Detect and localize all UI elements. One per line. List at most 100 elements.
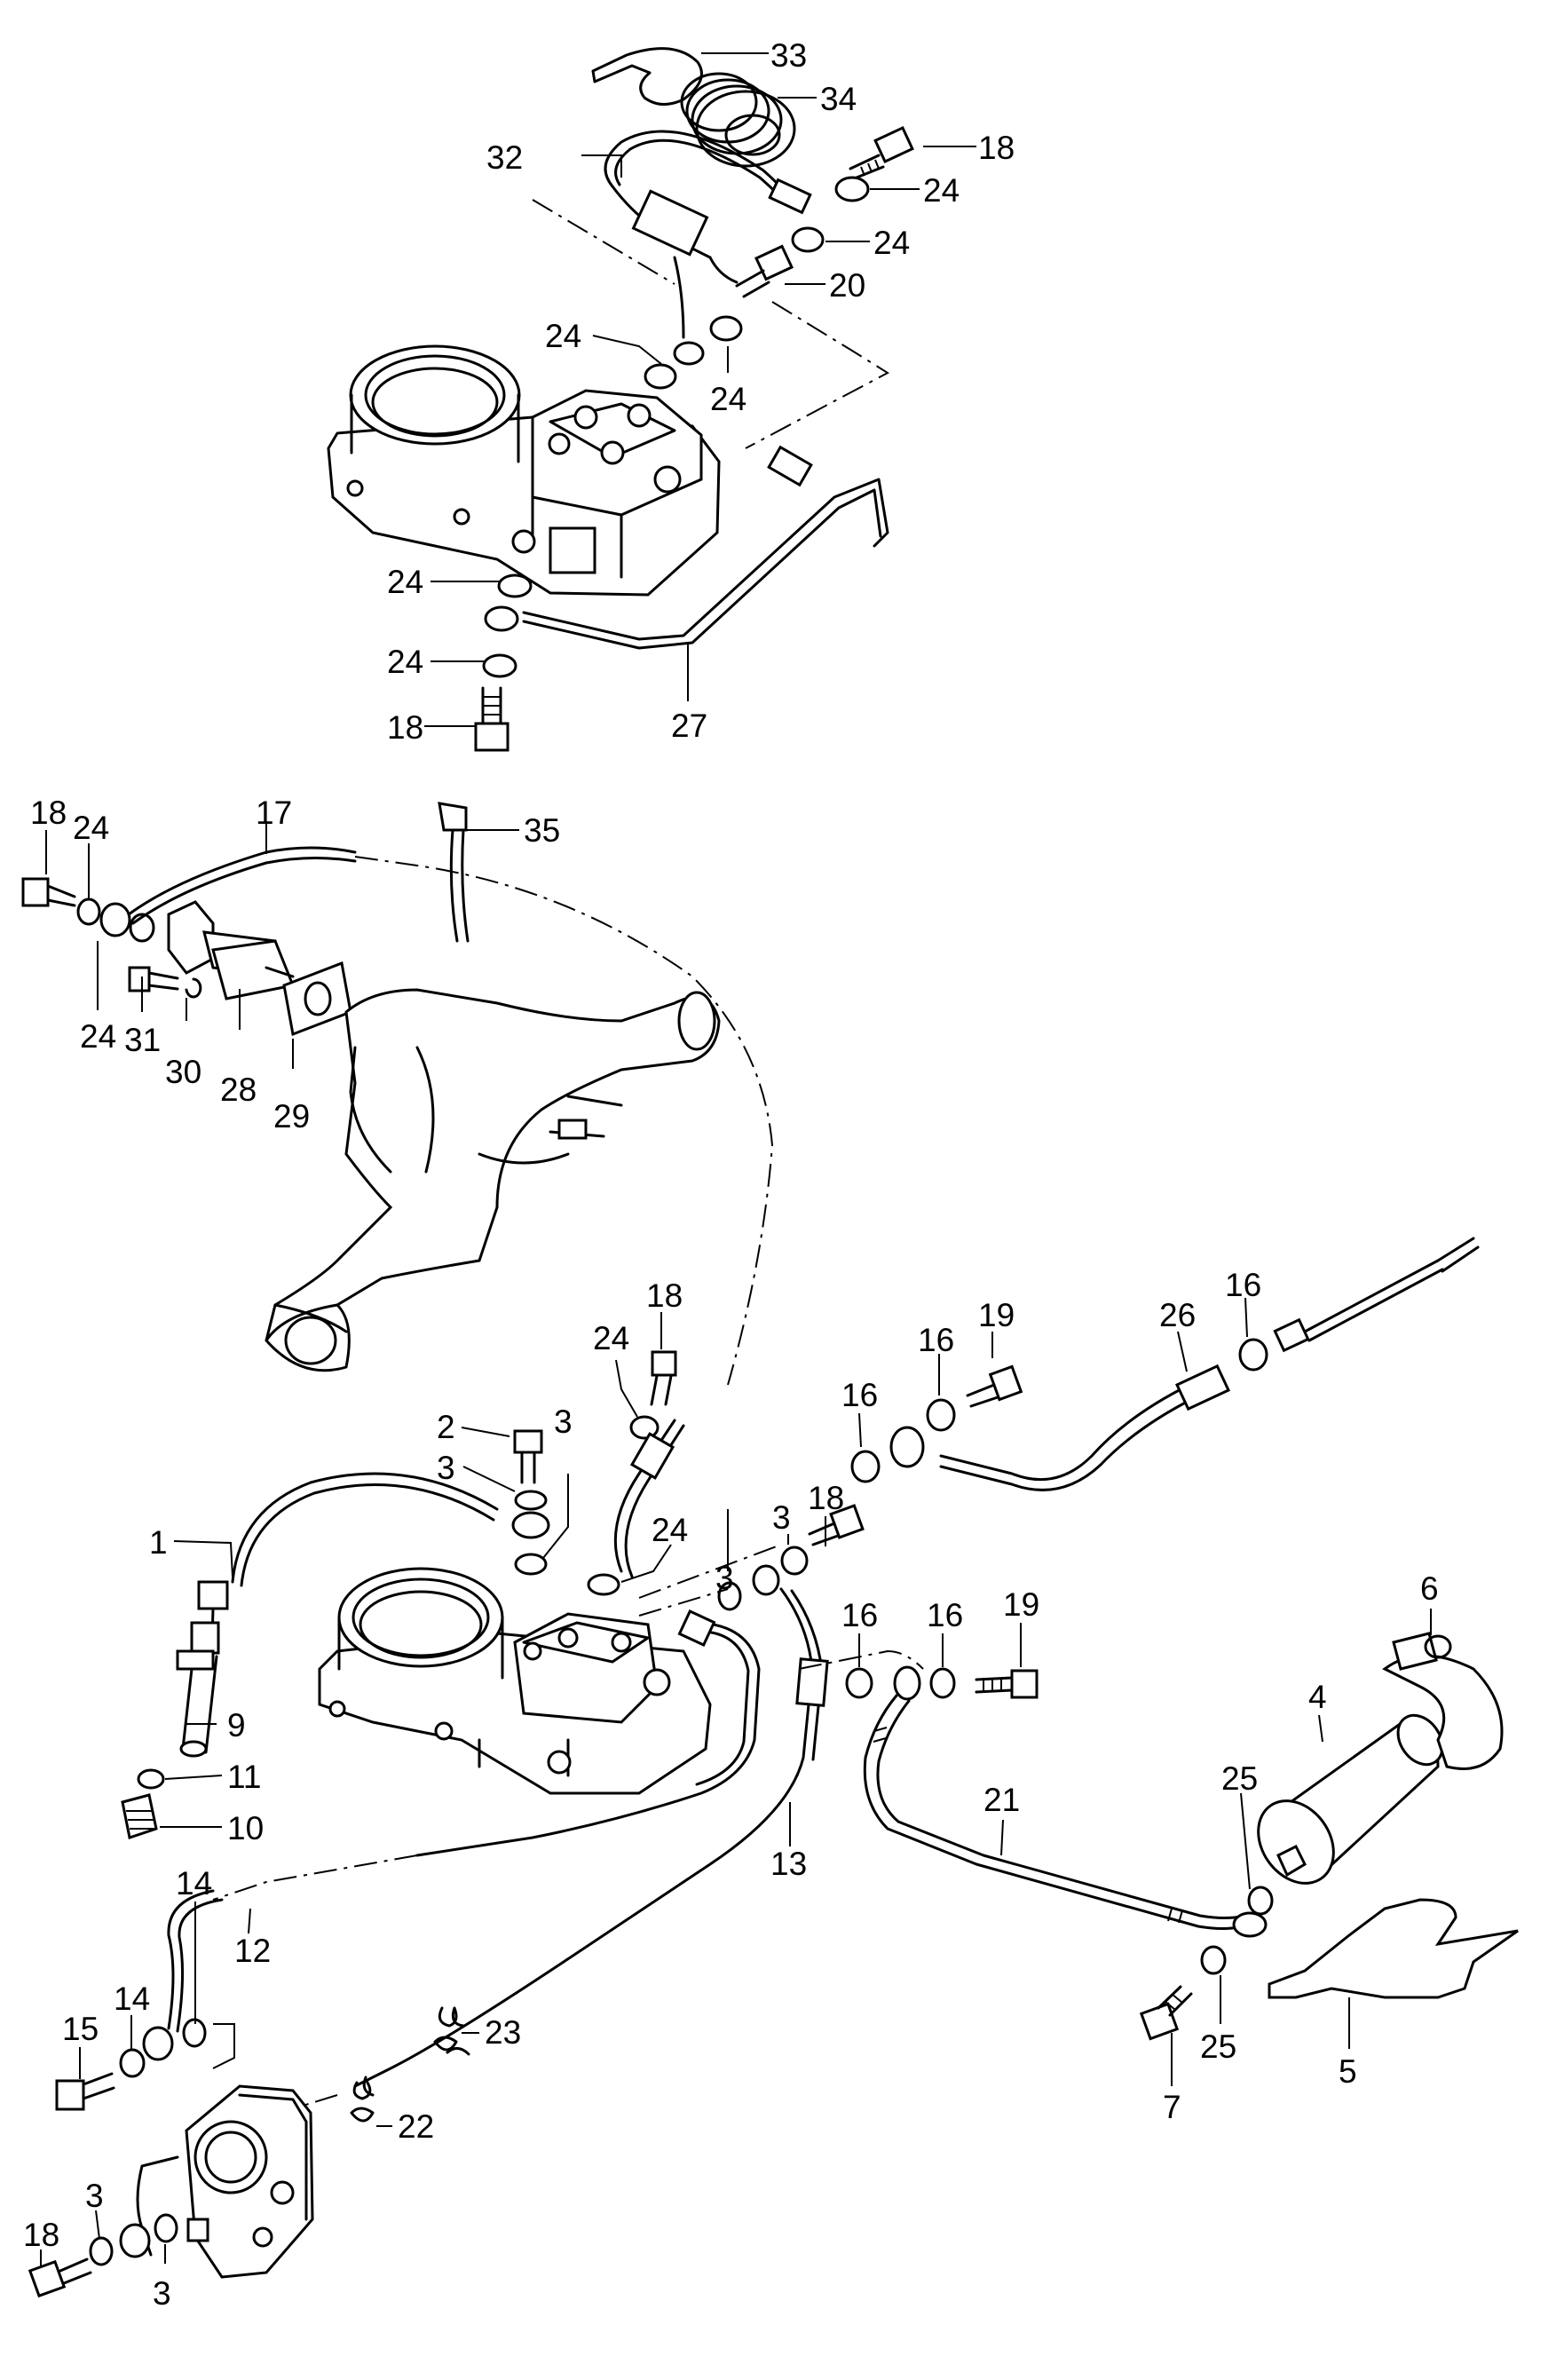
clip-22 — [350, 2076, 375, 2123]
top-assembly — [327, 47, 914, 752]
callout-24: 24 — [73, 810, 109, 846]
washer-16-e — [929, 1667, 956, 1699]
callout-19: 19 — [978, 1297, 1015, 1333]
fuel-line-13 — [353, 1587, 829, 2088]
washer-24-top-e — [497, 573, 533, 598]
middle-assembly — [21, 802, 1480, 1491]
fuel-line-1 — [176, 1472, 499, 1758]
fuel-line-27 — [484, 445, 889, 650]
banjo-bolt-18-top — [849, 126, 914, 179]
dash-leader-top-b — [532, 199, 675, 285]
washer-24-top-c — [709, 315, 743, 342]
callout-11: 11 — [227, 1759, 261, 1795]
callout-9: 9 — [227, 1707, 246, 1743]
washer-24-top-a — [834, 176, 870, 202]
banjo-bolt-18-left — [21, 877, 76, 907]
callout-3: 3 — [715, 1560, 734, 1596]
callout-12: 12 — [234, 1933, 271, 1969]
callout-35: 35 — [524, 812, 560, 849]
callout-24: 24 — [652, 1512, 688, 1548]
hose-fitting-mid — [629, 1432, 675, 1480]
callout-24: 24 — [80, 1018, 116, 1055]
bolt-7 — [1139, 1985, 1193, 2041]
banjo-fitting-lower — [119, 2223, 151, 2258]
callout-16: 16 — [841, 1377, 878, 1413]
washer-24-top-b — [791, 226, 825, 253]
callout-25: 25 — [1221, 1760, 1258, 1797]
rubber-boot-34 — [680, 72, 796, 168]
washer-3-c — [780, 1546, 809, 1576]
dash-leader-17 — [354, 856, 774, 1386]
banjo-bolt-18-mid — [650, 1350, 677, 1406]
callout-20: 20 — [829, 267, 865, 304]
washer-3-e — [89, 2236, 114, 2266]
warm-up-regulator — [136, 2084, 314, 2279]
cable-tie-35 — [438, 802, 470, 943]
banjo-bolt-19-a — [966, 1364, 1023, 1408]
callout-29: 29 — [273, 1098, 310, 1135]
fuel-line-12 — [167, 1889, 224, 2033]
callout-13: 13 — [770, 1846, 807, 1882]
callout-3: 3 — [85, 2178, 104, 2214]
washer-3-b — [514, 1553, 548, 1576]
fuel-line-21 — [863, 1665, 1268, 1938]
washer-3-d — [717, 1581, 742, 1611]
callout-32: 32 — [486, 139, 523, 176]
washer-25-a — [1247, 1886, 1274, 1916]
callout-16: 16 — [841, 1597, 878, 1633]
callout-24: 24 — [387, 564, 423, 600]
bolt-31 — [128, 966, 179, 992]
callout-16: 16 — [927, 1597, 963, 1633]
washer-24-left-b — [129, 913, 155, 943]
callout-17: 17 — [256, 795, 292, 831]
callout-24: 24 — [545, 318, 581, 354]
banjo-bolt-20 — [735, 244, 794, 298]
dash-leader-right — [798, 1649, 924, 1670]
callout-31: 31 — [124, 1022, 161, 1058]
callout-1: 1 — [149, 1524, 168, 1561]
insert-10 — [121, 1793, 158, 1839]
washer-24-top-f — [482, 653, 517, 678]
clip-23 — [433, 2006, 470, 2056]
callout-33: 33 — [770, 37, 807, 74]
bracket-5 — [1268, 1898, 1519, 1999]
fuel-line-26 — [889, 1237, 1480, 1491]
callout-26: 26 — [1159, 1297, 1196, 1333]
banjo-fitting-left — [99, 902, 131, 937]
callout-28: 28 — [220, 1071, 257, 1108]
lower-assembly — [28, 1350, 1519, 2298]
banjo-bolt-19-b — [975, 1669, 1039, 1699]
banjo-bolt-18-right — [808, 1504, 865, 1546]
washer-16-c — [1238, 1338, 1268, 1372]
washer-3-a — [514, 1490, 548, 1511]
callout-14: 14 — [176, 1865, 212, 1902]
fuel-line-32 — [604, 130, 812, 366]
callout-30: 30 — [165, 1054, 201, 1090]
callout-19: 19 — [1003, 1586, 1039, 1623]
fuel-hose-mid — [613, 1419, 685, 1578]
callout-22: 22 — [398, 2108, 434, 2145]
callout-14: 14 — [114, 1981, 150, 2017]
callout-24: 24 — [593, 1320, 629, 1356]
washer-24-top-d — [644, 363, 677, 390]
washer-3-f — [154, 2213, 178, 2243]
fuel-distributor-top — [327, 344, 721, 597]
callout-18: 18 — [978, 130, 1015, 166]
fuel-line-17 — [127, 846, 357, 925]
callout-15: 15 — [62, 2011, 99, 2047]
callout-4: 4 — [1308, 1679, 1327, 1715]
banjo-bolt-18-top-b — [474, 686, 509, 752]
callout-21: 21 — [983, 1782, 1020, 1818]
callout-16: 16 — [1225, 1267, 1261, 1303]
banjo-bolt-15 — [55, 2072, 115, 2111]
washer-25-b — [1200, 1945, 1227, 1975]
callout-6: 6 — [1420, 1570, 1439, 1607]
washer-16-d — [845, 1667, 873, 1699]
banjo-fitting-1 — [511, 1511, 550, 1539]
lock-washer-30 — [185, 977, 202, 999]
callout-23: 23 — [485, 2014, 521, 2051]
callout-5: 5 — [1339, 2053, 1357, 2090]
callout-3: 3 — [554, 1403, 573, 1440]
washer-24-left-a — [76, 897, 101, 926]
callout-7: 7 — [1163, 2089, 1181, 2125]
